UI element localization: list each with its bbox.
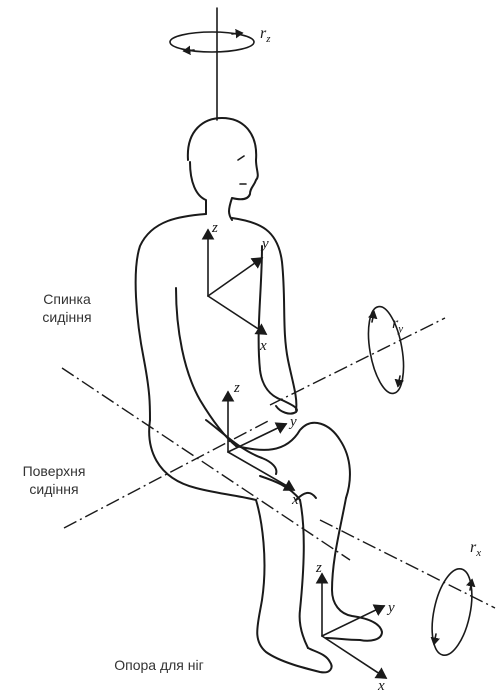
- back-x-label: x: [259, 338, 267, 354]
- rotation-x-label: rx: [470, 539, 481, 559]
- seat-back-label-line2: сидіння: [26, 308, 108, 326]
- seat-back-line: [62, 368, 350, 560]
- seated-human-figure: [136, 118, 382, 672]
- back-z-label: z: [211, 220, 218, 236]
- seat-z-label: z: [233, 380, 240, 396]
- feet-y-label: y: [386, 600, 395, 616]
- seat-y-label: y: [288, 414, 297, 430]
- seat-surface-label-line2: сидіння: [6, 480, 102, 498]
- longitudinal-axis-line: [320, 520, 495, 608]
- rotation-z-symbol: rz: [170, 25, 271, 52]
- seat-surface-label-line1: Поверхня: [6, 462, 102, 480]
- rotation-y-symbol: ry: [363, 304, 410, 396]
- rotation-y-label: ry: [392, 315, 403, 335]
- foot-rest-label: Опора для ніг: [94, 656, 224, 674]
- seat-back-label-line1: Спинка: [26, 290, 108, 308]
- lateral-axis-line: [270, 318, 445, 405]
- rotation-x-symbol: rx: [425, 539, 481, 659]
- seat-back-label: Спинка сидіння: [26, 290, 108, 326]
- back-y-label: y: [260, 236, 269, 252]
- seat-surface-label: Поверхня сидіння: [6, 462, 102, 498]
- seat-x-label: x: [291, 492, 299, 508]
- feet-z-label: z: [315, 560, 322, 576]
- feet-x-label: x: [377, 678, 385, 693]
- rotation-z-label: rz: [260, 25, 271, 45]
